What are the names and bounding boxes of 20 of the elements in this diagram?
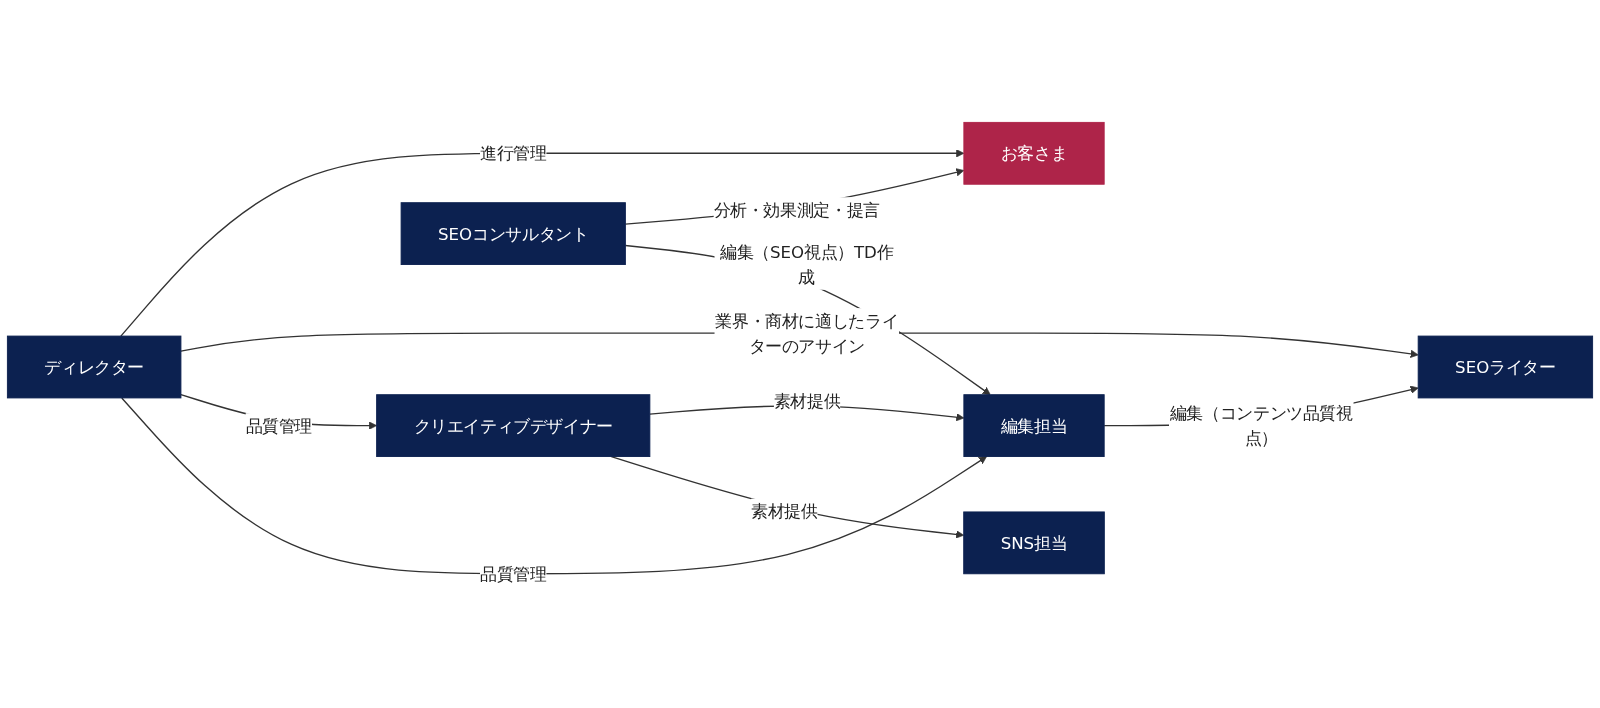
node-box: 編集担当: [963, 393, 1105, 457]
node-box: ディレクター: [6, 335, 182, 399]
edge-label: 品質管理: [480, 563, 547, 584]
node-box: SEOコンサルタント: [400, 201, 626, 265]
arrow: [120, 148, 965, 337]
edge-label: 素材提供: [751, 501, 818, 521]
node-box: お客さま: [963, 121, 1105, 185]
arrow: [610, 455, 965, 539]
node-box: クリエイティブデザイナー: [376, 393, 651, 457]
edge-label: 分析・効果測定・提言: [713, 199, 880, 220]
node-box: SEOライター: [1417, 335, 1594, 399]
node-box: SNS担当: [963, 511, 1105, 574]
edge-label: 編集（コンテンツ品質視点）: [1169, 403, 1353, 448]
edge-label: 素材提供: [773, 390, 841, 411]
edge-label: 業界・商材に適したライターのアサイン: [715, 310, 899, 355]
edge-label: 進行管理: [480, 143, 547, 163]
edge-label: 品質管理: [245, 415, 313, 435]
edge-label: 編集（SEO視点）TD作成: [720, 242, 894, 287]
arrow: [121, 396, 987, 575]
arrow: [624, 167, 965, 225]
